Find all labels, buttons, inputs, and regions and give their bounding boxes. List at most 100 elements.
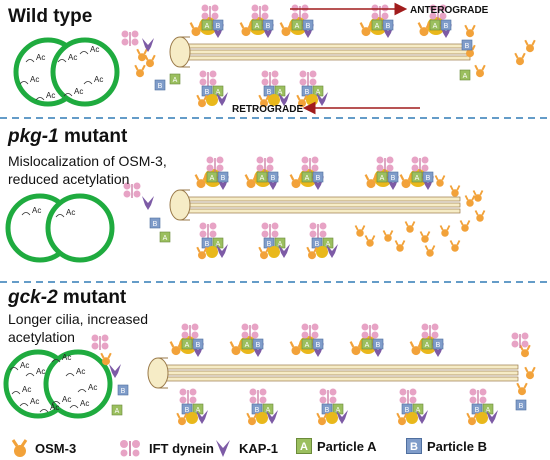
microtubule-ring bbox=[43, 349, 113, 419]
microtubule-doublet bbox=[183, 55, 471, 61]
osm3-leg bbox=[401, 240, 406, 246]
osm3-leg bbox=[246, 412, 251, 419]
osm3-motor bbox=[289, 174, 303, 189]
osm3-leg bbox=[417, 341, 423, 348]
osm3-leg bbox=[456, 185, 461, 191]
acetyl-label: Ac bbox=[20, 361, 29, 370]
ift-dynein bbox=[301, 156, 319, 172]
osm3-motor bbox=[449, 185, 461, 197]
osm3-leg bbox=[203, 246, 208, 253]
acetyl-tail bbox=[25, 373, 35, 377]
osm3-motor bbox=[244, 174, 258, 189]
osm3-motor bbox=[516, 382, 528, 396]
dynein-ring bbox=[121, 38, 129, 46]
osm3-leg bbox=[316, 412, 321, 419]
dynein-ring bbox=[133, 190, 141, 198]
dynein-ring bbox=[329, 388, 337, 396]
particle-box bbox=[387, 171, 399, 183]
osm3-motor bbox=[419, 231, 431, 243]
dynein-ring bbox=[181, 323, 189, 331]
osm3-leg bbox=[531, 366, 536, 373]
osm3-motor bbox=[399, 174, 413, 189]
particle-box bbox=[422, 171, 434, 183]
acetyl-label: Ac bbox=[66, 208, 75, 217]
acetyl-tail bbox=[69, 405, 79, 409]
particle-box bbox=[217, 171, 229, 183]
particle-glyph: B bbox=[316, 342, 321, 349]
particle-glyph: A bbox=[416, 407, 421, 414]
osm3-motor bbox=[474, 210, 486, 222]
osm3-motor bbox=[409, 341, 423, 356]
particle-glyph: B bbox=[216, 23, 221, 30]
ift-dynein bbox=[309, 222, 327, 238]
dynein-ring bbox=[301, 323, 309, 331]
dynein-ring bbox=[521, 332, 529, 340]
ift-dynein bbox=[361, 323, 379, 339]
dynein-ring bbox=[209, 70, 217, 78]
panel-desc-gck2: Longer cilia, increased acetylation bbox=[8, 311, 149, 345]
dynein-ring bbox=[101, 334, 109, 342]
osm3-leg bbox=[297, 341, 303, 348]
osm3-head bbox=[198, 99, 206, 108]
osm3-head bbox=[411, 346, 421, 356]
dynein-ring bbox=[101, 342, 109, 350]
osm3-motor bbox=[354, 225, 366, 237]
acetyl-label: Ac bbox=[62, 395, 71, 404]
anterograde-label: ANTEROGRADE bbox=[410, 5, 489, 16]
osm3-motor bbox=[394, 240, 406, 252]
particle-glyph: B bbox=[205, 89, 210, 96]
particle-box bbox=[256, 171, 268, 183]
osm3-leg bbox=[359, 22, 365, 29]
osm3-leg bbox=[197, 22, 203, 29]
legend-item-kap1: KAP-1 bbox=[212, 438, 278, 458]
kap1-motor bbox=[278, 244, 290, 258]
motor-body bbox=[326, 412, 338, 424]
acetyl-label: Ac bbox=[30, 397, 39, 406]
legend-item-particle-a: A Particle A bbox=[296, 438, 377, 454]
dynein-ring bbox=[201, 12, 209, 20]
dynein-ring bbox=[469, 396, 477, 404]
osm3-motor bbox=[239, 22, 253, 37]
ift-dynein bbox=[123, 182, 141, 198]
dynein-ring bbox=[521, 340, 529, 348]
ift-dynein bbox=[256, 156, 274, 172]
acetyl-tail bbox=[19, 81, 29, 85]
particle-box bbox=[154, 79, 166, 91]
ift-dynein bbox=[91, 334, 109, 350]
particle-glyph: A bbox=[415, 175, 420, 182]
cilia-group bbox=[147, 36, 519, 389]
osm3-leg bbox=[194, 174, 200, 181]
particle-glyph: A bbox=[486, 407, 491, 414]
microtubule-doublet bbox=[183, 43, 471, 49]
particle-box bbox=[312, 338, 324, 350]
dynein-ring bbox=[249, 388, 257, 396]
particle-box bbox=[461, 39, 473, 51]
osm3-leg bbox=[252, 174, 258, 181]
particle-glyph: B bbox=[153, 221, 158, 228]
dynein-ring bbox=[206, 164, 214, 172]
microtubule-doublet bbox=[183, 202, 461, 208]
microtubule-doublet bbox=[183, 49, 471, 55]
particle-b: B bbox=[212, 19, 224, 31]
particle-box bbox=[440, 19, 452, 31]
osm3-head bbox=[521, 349, 529, 358]
svg-text:B: B bbox=[410, 441, 418, 453]
osm3-leg bbox=[100, 352, 105, 359]
osm3-leg bbox=[472, 190, 477, 196]
dynein-ring bbox=[261, 78, 269, 86]
particle-glyph: A bbox=[380, 175, 385, 182]
dynein-ring bbox=[266, 164, 274, 172]
osm3-leg bbox=[229, 341, 235, 348]
particle-glyph: A bbox=[260, 175, 265, 182]
osm3-leg bbox=[279, 22, 285, 29]
legend-item-osm3: OSM-3 bbox=[8, 438, 76, 458]
osm3-motor bbox=[524, 366, 536, 380]
particle-box bbox=[212, 19, 224, 31]
osm3-leg bbox=[136, 48, 141, 55]
particle-glyph: A bbox=[266, 407, 271, 414]
ift-dynein bbox=[199, 70, 217, 86]
particle-glyph: B bbox=[267, 89, 272, 96]
